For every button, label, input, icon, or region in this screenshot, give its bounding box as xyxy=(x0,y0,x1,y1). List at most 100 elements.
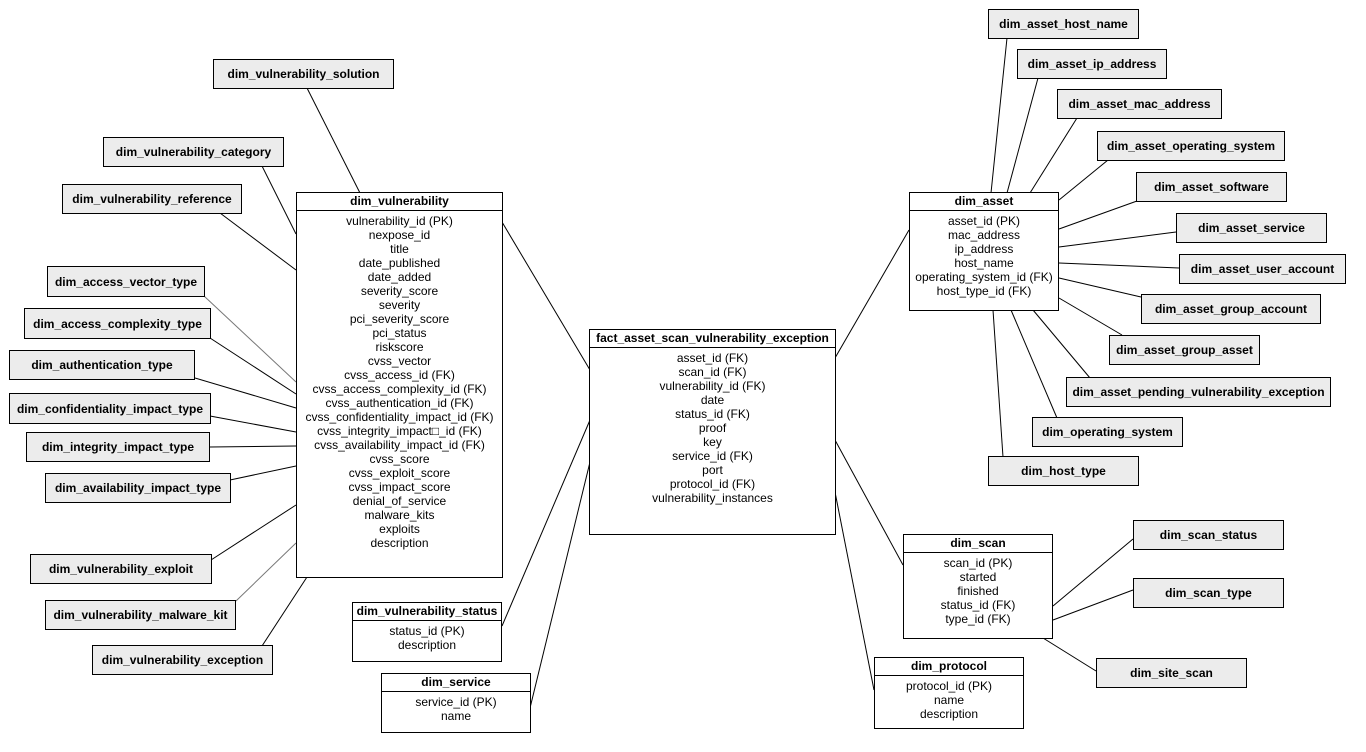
field: scan_id (FK) xyxy=(678,365,747,379)
entity-dim-vulnerability-solution: dim_vulnerability_solution xyxy=(213,59,394,89)
field: cvss_exploit_score xyxy=(348,466,451,480)
dim-vulnerability-table: dim_vulnerability vulnerability_id (PK) … xyxy=(296,192,503,578)
entity-dim-authentication-type: dim_authentication_type xyxy=(9,350,195,380)
field: ip_address xyxy=(954,242,1014,256)
entity-dim-access-vector-type: dim_access_vector_type xyxy=(47,266,205,297)
entity-dim-vulnerability-reference: dim_vulnerability_reference xyxy=(62,184,242,214)
field: exploits xyxy=(379,522,420,536)
field: denial_of_service xyxy=(352,494,447,508)
field: nexpose_id xyxy=(368,228,431,242)
table-fields: status_id (PK) description xyxy=(353,621,501,652)
entity-dim-asset-service: dim_asset_service xyxy=(1176,213,1327,243)
field: pci_severity_score xyxy=(349,312,450,326)
field: asset_id (PK) xyxy=(947,214,1021,228)
dim-vulnerability-status-table: dim_vulnerability_status status_id (PK) … xyxy=(352,602,502,662)
fact-asset-scan-vulnerability-exception-table: fact_asset_scan_vulnerability_exception … xyxy=(589,329,836,535)
table-fields: vulnerability_id (PK) nexpose_id title d… xyxy=(297,211,502,550)
field: cvss_integrity_impact□_id (FK) xyxy=(317,424,482,438)
entity-dim-confidentiality-impact-type: dim_confidentiality_impact_type xyxy=(9,393,211,424)
field: cvss_authentication_id (FK) xyxy=(325,396,474,410)
entity-dim-access-complexity-type: dim_access_complexity_type xyxy=(24,308,211,339)
field: mac_address xyxy=(947,228,1021,242)
table-title: dim_asset xyxy=(910,193,1058,211)
field: pci_status xyxy=(372,326,427,340)
field: cvss_impact_score xyxy=(348,480,451,494)
entity-dim-asset-user-account: dim_asset_user_account xyxy=(1179,254,1346,284)
table-title: fact_asset_scan_vulnerability_exception xyxy=(590,330,835,348)
field: severity_score xyxy=(360,284,439,298)
table-fields: service_id (PK) name xyxy=(382,692,530,723)
field: name xyxy=(440,709,472,723)
entity-dim-asset-mac-address: dim_asset_mac_address xyxy=(1057,89,1222,119)
field: host_name xyxy=(954,256,1014,270)
entity-dim-scan-status: dim_scan_status xyxy=(1133,520,1284,550)
table-fields: asset_id (FK) scan_id (FK) vulnerability… xyxy=(590,348,835,505)
entity-dim-host-type: dim_host_type xyxy=(988,456,1139,486)
table-fields: scan_id (PK) started finished status_id … xyxy=(904,553,1052,626)
field: finished xyxy=(957,584,999,598)
field: proof xyxy=(698,421,727,435)
field: vulnerability_id (FK) xyxy=(659,379,766,393)
dim-service-table: dim_service service_id (PK) name xyxy=(381,673,531,733)
field: type_id (FK) xyxy=(945,612,1011,626)
entity-dim-vulnerability-exploit: dim_vulnerability_exploit xyxy=(30,554,212,584)
entity-dim-vulnerability-exception: dim_vulnerability_exception xyxy=(92,645,273,675)
field: title xyxy=(390,242,409,256)
entity-dim-availability-impact-type: dim_availability_impact_type xyxy=(45,473,231,503)
entity-dim-operating-system: dim_operating_system xyxy=(1032,417,1183,447)
field: started xyxy=(959,570,997,584)
field: malware_kits xyxy=(364,508,435,522)
dim-asset-table: dim_asset asset_id (PK) mac_address ip_a… xyxy=(909,192,1059,311)
entity-dim-scan-type: dim_scan_type xyxy=(1133,578,1284,608)
field: date xyxy=(700,393,725,407)
dim-scan-table: dim_scan scan_id (PK) started finished s… xyxy=(903,534,1053,639)
field: description xyxy=(397,638,457,652)
field: description xyxy=(919,707,979,721)
entity-dim-integrity-impact-type: dim_integrity_impact_type xyxy=(26,432,210,462)
field: cvss_access_complexity_id (FK) xyxy=(312,382,487,396)
field: cvss_availability_impact_id (FK) xyxy=(314,438,485,452)
field: name xyxy=(933,693,965,707)
field: status_id (PK) xyxy=(389,624,465,638)
table-title: dim_service xyxy=(382,674,530,692)
field: cvss_vector xyxy=(367,354,432,368)
field: status_id (FK) xyxy=(675,407,750,421)
table-title: dim_protocol xyxy=(875,658,1023,676)
field: riskscore xyxy=(375,340,424,354)
entity-dim-asset-host-name: dim_asset_host_name xyxy=(988,9,1139,39)
entity-dim-asset-operating-system: dim_asset_operating_system xyxy=(1097,131,1285,161)
field: date_added xyxy=(367,270,432,284)
table-title: dim_vulnerability_status xyxy=(353,603,501,621)
field: cvss_confidentiality_impact_id (FK) xyxy=(305,410,494,424)
field: status_id (FK) xyxy=(940,598,1016,612)
table-title: dim_vulnerability xyxy=(297,193,502,211)
field: scan_id (PK) xyxy=(943,556,1013,570)
field: vulnerability_id (PK) xyxy=(346,214,453,228)
entity-dim-asset-group-account: dim_asset_group_account xyxy=(1141,294,1321,324)
field: service_id (PK) xyxy=(415,695,497,709)
entity-dim-asset-pending-vulnerability-exception: dim_asset_pending_vulnerability_exceptio… xyxy=(1066,377,1331,407)
field: protocol_id (PK) xyxy=(905,679,993,693)
field: key xyxy=(703,435,722,449)
field: vulnerability_instances xyxy=(652,491,773,505)
entity-dim-site-scan: dim_site_scan xyxy=(1096,658,1247,688)
field: port xyxy=(702,463,723,477)
entity-dim-asset-group-asset: dim_asset_group_asset xyxy=(1109,335,1260,365)
table-title: dim_scan xyxy=(904,535,1052,553)
field: cvss_access_id (FK) xyxy=(344,368,455,382)
field: operating_system_id (FK) xyxy=(915,270,1053,284)
field: description xyxy=(370,536,429,550)
entity-dim-asset-software: dim_asset_software xyxy=(1136,172,1287,202)
field: service_id (FK) xyxy=(672,449,753,463)
dim-protocol-table: dim_protocol protocol_id (PK) name descr… xyxy=(874,657,1024,729)
field: severity xyxy=(378,298,421,312)
entity-dim-asset-ip-address: dim_asset_ip_address xyxy=(1017,49,1167,79)
field: cvss_score xyxy=(369,452,430,466)
table-fields: asset_id (PK) mac_address ip_address hos… xyxy=(910,211,1058,298)
field: protocol_id (FK) xyxy=(669,477,756,491)
field: date_published xyxy=(358,256,441,270)
field: host_type_id (FK) xyxy=(936,284,1032,298)
field: asset_id (FK) xyxy=(676,351,749,365)
entity-dim-vulnerability-category: dim_vulnerability_category xyxy=(103,137,284,167)
